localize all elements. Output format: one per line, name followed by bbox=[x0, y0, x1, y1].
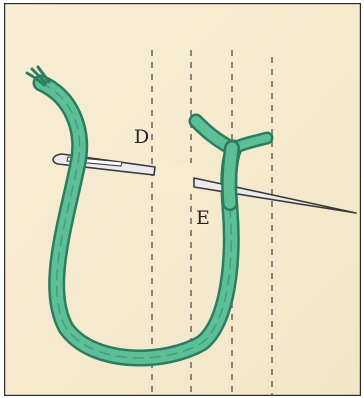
stitch-diagram: D E bbox=[4, 3, 361, 396]
thread-over-needle bbox=[229, 148, 232, 203]
diagram-canvas: D E bbox=[4, 3, 361, 396]
label-e: E bbox=[196, 207, 210, 229]
paper-background bbox=[5, 4, 361, 396]
label-d: D bbox=[134, 126, 149, 148]
fabric-gap bbox=[156, 163, 192, 193]
